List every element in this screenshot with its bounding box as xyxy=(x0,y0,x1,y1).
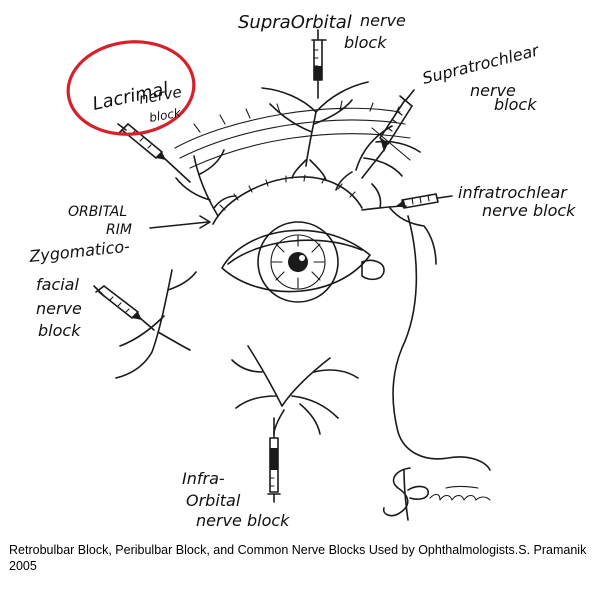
svg-text:RIM: RIM xyxy=(106,222,132,238)
svg-text:infratrochlear: infratrochlear xyxy=(458,183,568,202)
svg-text:block: block xyxy=(38,321,81,340)
label-infratrochlear: infratrochlear nerve block xyxy=(458,183,576,220)
eye xyxy=(221,221,385,303)
label-lacrimal: Lacrimal nerve block xyxy=(91,78,183,125)
lacrimal-nerve xyxy=(175,149,237,217)
figure-caption: Retrobulbar Block, Peribulbar Block, and… xyxy=(9,543,587,573)
infraorbital-nerve xyxy=(231,345,359,435)
supratrochlear-needle-icon xyxy=(361,89,415,179)
svg-text:nerve: nerve xyxy=(470,81,516,100)
svg-text:SupraOrbital: SupraOrbital xyxy=(238,12,352,33)
infratrochlear-needle-icon xyxy=(396,193,453,209)
orbital-rim xyxy=(212,176,363,225)
eyebrow xyxy=(174,100,411,169)
svg-text:block: block xyxy=(494,95,537,114)
supraorbital-nerve xyxy=(261,81,369,181)
svg-text:ORBITAL: ORBITAL xyxy=(68,204,127,220)
svg-text:block: block xyxy=(344,33,387,52)
svg-text:nerve block: nerve block xyxy=(196,511,290,530)
svg-text:facial: facial xyxy=(36,275,79,294)
svg-text:block: block xyxy=(148,105,183,124)
zygomaticofacial-nerve xyxy=(115,269,197,379)
orbital-rim-shading xyxy=(219,174,356,211)
infraorbital-needle-icon xyxy=(267,417,281,503)
zygomaticofacial-needle-icon xyxy=(93,285,155,331)
label-infraorbital: Infra- Orbital nerve block xyxy=(182,469,290,530)
svg-text:Orbital: Orbital xyxy=(186,491,241,510)
svg-text:nerve: nerve xyxy=(36,299,82,318)
signature xyxy=(382,467,491,521)
lacrimal-highlight-circle xyxy=(66,40,196,136)
orbital-rim-arrow-icon xyxy=(149,215,211,229)
svg-text:nerve: nerve xyxy=(360,11,406,30)
svg-text:nerve block: nerve block xyxy=(482,201,576,220)
supraorbital-needle-icon xyxy=(311,29,327,99)
label-supratrochlear: Supratrochlear nerve block xyxy=(420,40,542,114)
infratrochlear-nerve xyxy=(361,183,437,265)
nose-outline xyxy=(392,215,491,471)
supratrochlear-nerve xyxy=(335,125,421,191)
label-supraorbital: SupraOrbital nerve block xyxy=(238,11,406,52)
eye-diagram: SupraOrbital nerve block Supratrochlear … xyxy=(27,11,576,530)
label-zygomaticofacial: Zygomatico- facial nerve block xyxy=(27,237,130,340)
label-orbital-rim: ORBITAL RIM xyxy=(68,204,132,238)
svg-text:Zygomatico-: Zygomatico- xyxy=(27,237,130,267)
svg-text:Infra-: Infra- xyxy=(182,469,225,488)
